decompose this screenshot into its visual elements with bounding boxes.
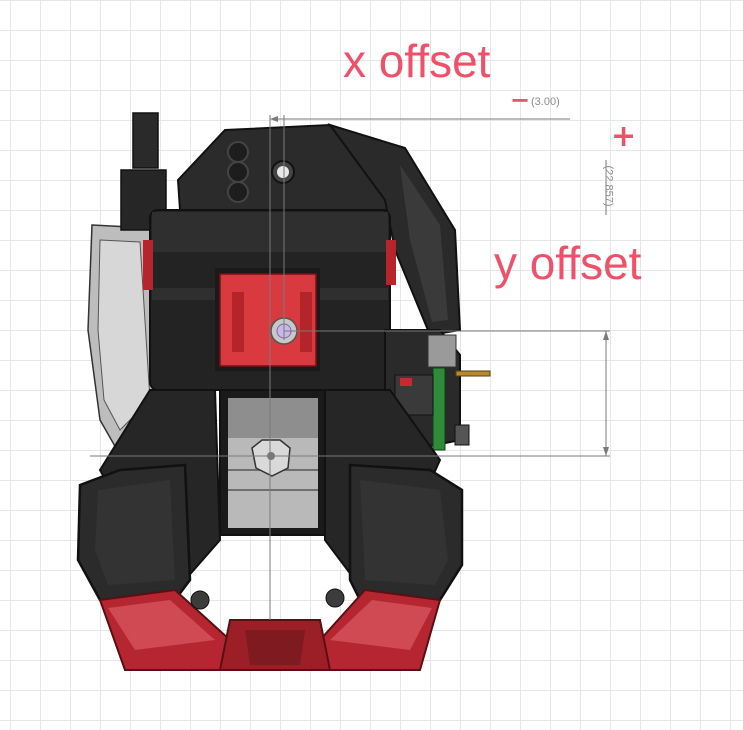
red-shroud-center-dark	[245, 630, 305, 665]
heater-window-shade	[228, 398, 318, 438]
y-dim-arrow-bottom	[603, 447, 609, 456]
left-side-panel-inner	[97, 239, 151, 431]
shroud-vent-left	[190, 590, 210, 610]
left-mount-post	[132, 112, 159, 169]
screw-post	[454, 424, 470, 446]
red-carriage-slot-right	[300, 292, 312, 352]
pcb-board	[432, 367, 446, 451]
dimension-lines	[90, 115, 610, 620]
right-bracket	[427, 334, 457, 368]
x-offset-label: x offset	[343, 35, 491, 87]
red-shroud-right-light	[330, 600, 432, 650]
right-duct-highlight	[400, 165, 448, 322]
top-hole-3	[227, 181, 249, 203]
left-fan-duct-face	[95, 480, 175, 585]
connector-red-led	[400, 378, 412, 386]
y-dimension-value: (22.857)	[602, 165, 615, 207]
top-port-inner	[277, 166, 289, 178]
probe-pin	[455, 370, 491, 377]
red-shroud-left-light	[108, 600, 215, 650]
y-offset-label: y offset	[494, 237, 642, 289]
shroud-vent-right	[325, 588, 345, 608]
right-fan-duct-face	[360, 480, 448, 585]
x-dim-arrow-left	[270, 116, 278, 122]
red-carriage-slot-left	[232, 292, 244, 352]
left-red-tab	[143, 240, 153, 290]
x-dimension-value: (3.00)	[531, 96, 560, 108]
top-hole-1	[227, 141, 249, 163]
right-red-tab	[386, 240, 396, 285]
top-hole-2	[227, 161, 249, 183]
y-plus-sign: +	[611, 119, 637, 154]
x-minus-sign: −	[510, 86, 531, 114]
y-dim-arrow-top	[603, 331, 609, 340]
